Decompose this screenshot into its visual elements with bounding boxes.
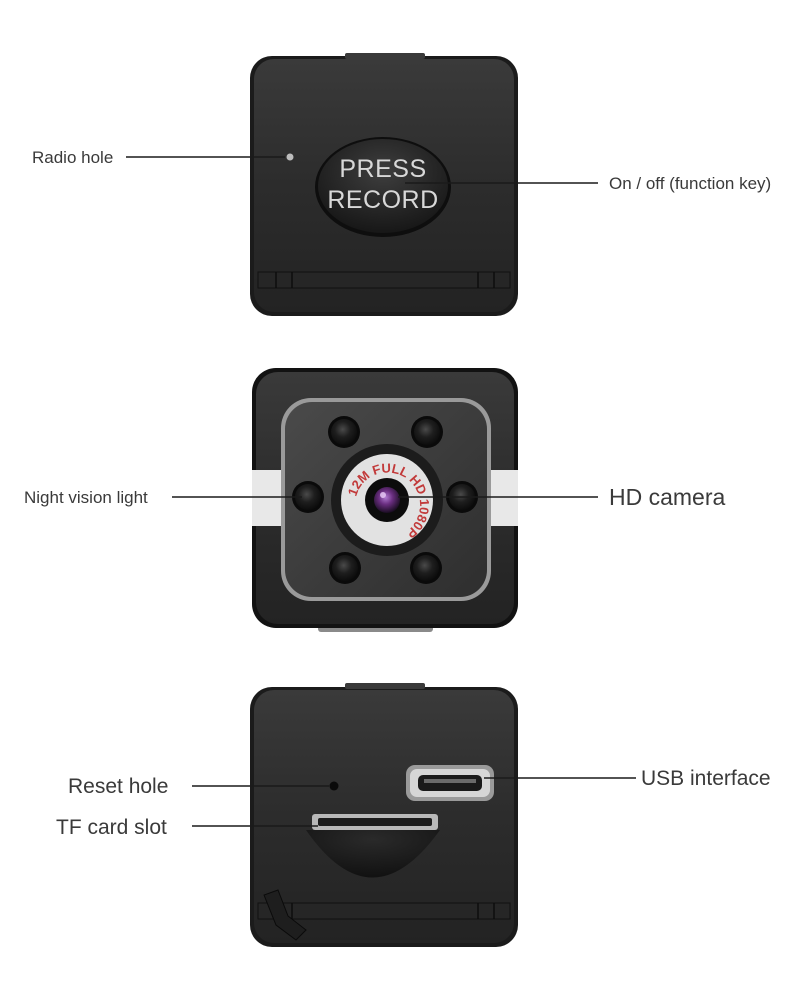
left-silver-band xyxy=(252,470,286,526)
led-bottom-left xyxy=(329,552,361,584)
led-middle-left xyxy=(292,481,324,513)
top-bottom-rail xyxy=(257,271,511,289)
label-on-off: On / off (function key) xyxy=(609,174,771,193)
button-text-record: RECORD xyxy=(327,186,438,214)
label-tf-card: TF card slot xyxy=(56,816,167,839)
label-night-vision: Night vision light xyxy=(24,488,148,507)
press-record-button[interactable]: PRESS RECORD xyxy=(315,137,451,237)
side-notch xyxy=(345,683,425,689)
hd-camera-lens: 12M FULL HD 1080P xyxy=(331,444,443,556)
label-usb: USB interface xyxy=(641,767,771,790)
led-top-right xyxy=(411,416,443,448)
label-reset-hole: Reset hole xyxy=(68,775,168,798)
top-view: PRESS RECORD Radio hole On / off (functi… xyxy=(32,53,771,316)
front-view: 12M FULL HD 1080P Night vision light HD … xyxy=(24,368,726,632)
led-top-left xyxy=(328,416,360,448)
reset-hole xyxy=(329,781,339,791)
side-bottom-rail xyxy=(257,889,511,941)
radio-hole xyxy=(286,153,294,161)
night-vision-leds xyxy=(292,416,478,584)
label-radio-hole: Radio hole xyxy=(32,148,113,167)
label-hd-camera: HD camera xyxy=(609,484,726,510)
usb-port xyxy=(406,765,494,801)
led-bottom-right xyxy=(410,552,442,584)
tf-card-slot xyxy=(306,814,440,878)
top-notch xyxy=(345,53,425,59)
side-view: Reset hole TF card slot USB interface xyxy=(56,683,771,947)
button-text-press: PRESS xyxy=(339,155,426,183)
